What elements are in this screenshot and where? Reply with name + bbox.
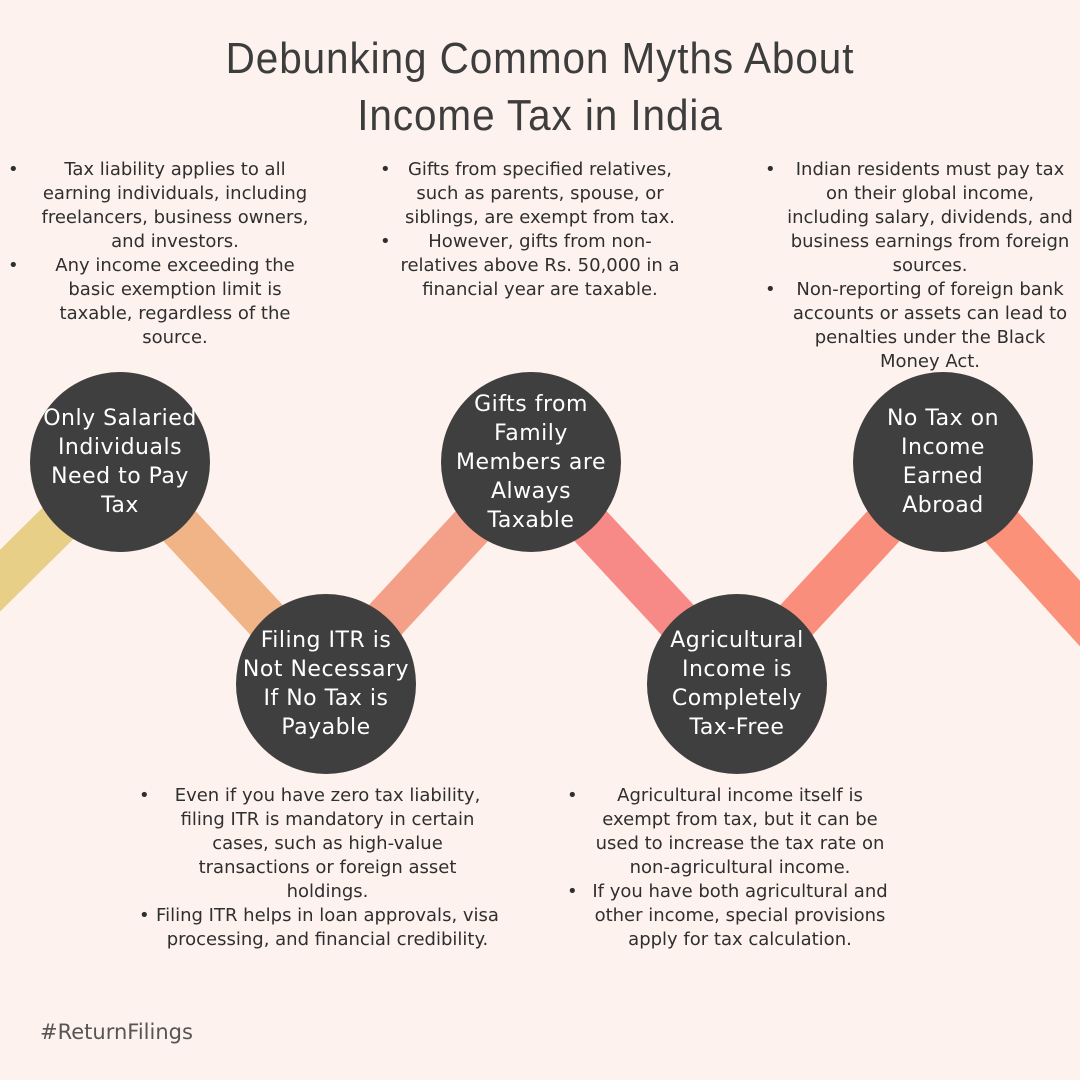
bullet-icon: • [139, 785, 150, 806]
bullet-icon: • [567, 881, 578, 902]
fact-item: •However, gifts from non-relatives above… [380, 231, 680, 300]
fact-item: •Agricultural income itself is exempt fr… [567, 785, 885, 878]
myth-label-4: Agricultural Income is Completely Tax-Fr… [670, 628, 804, 740]
myth-circle-2: Filing ITR is Not Necessary If No Tax is… [236, 594, 416, 774]
fact-item: •Any income exceeding the basic exemptio… [8, 255, 295, 348]
fact-item: •Gifts from specified relatives, such as… [380, 159, 676, 228]
facts-box-1: •Tax liability applies to all earning in… [8, 158, 320, 350]
bullet-icon: • [765, 159, 776, 180]
bullet-icon: • [380, 159, 391, 180]
myth-label-1: Only Salaried Individuals Need to Pay Ta… [43, 406, 197, 518]
myth-label-5: No Tax on Income Earned Abroad [886, 406, 1000, 518]
myth-circle-1: Only Salaried Individuals Need to Pay Ta… [30, 372, 210, 552]
bullet-icon: • [139, 905, 150, 926]
myth-circle-5: No Tax on Income Earned Abroad [853, 372, 1033, 552]
bullet-icon: • [765, 279, 776, 300]
fact-item: •Non-reporting of foreign bank accounts … [765, 279, 1068, 372]
facts-box-3: •Gifts from specified relatives, such as… [380, 158, 690, 302]
bullet-icon: • [380, 231, 391, 252]
hashtag-footer: #ReturnFilings [40, 1020, 193, 1044]
fact-item: •Filing ITR helps in loan approvals, vis… [139, 905, 499, 950]
facts-box-4: •Agricultural income itself is exempt fr… [567, 784, 895, 952]
myth-label-2: Filing ITR is Not Necessary If No Tax is… [242, 628, 410, 740]
title-line-2: Income Tax in India [357, 91, 723, 140]
title-line-1: Debunking Common Myths About [225, 34, 855, 83]
page-title: Debunking Common Myths About Income Tax … [43, 30, 1037, 144]
fact-item: •If you have both agricultural and other… [567, 881, 888, 950]
myth-circle-4: Agricultural Income is Completely Tax-Fr… [647, 594, 827, 774]
fact-item: •Tax liability applies to all earning in… [8, 159, 309, 252]
bullet-icon: • [8, 159, 19, 180]
bullet-icon: • [567, 785, 578, 806]
fact-item: •Even if you have zero tax liability, fi… [139, 785, 481, 902]
facts-box-5: •Indian residents must pay tax on their … [765, 158, 1075, 374]
fact-item: •Indian residents must pay tax on their … [765, 159, 1073, 276]
bullet-icon: • [8, 255, 19, 276]
facts-box-2: •Even if you have zero tax liability, fi… [139, 784, 500, 952]
myth-label-3: Gifts from Family Members are Always Tax… [455, 391, 607, 533]
myth-circle-3: Gifts from Family Members are Always Tax… [441, 372, 621, 552]
